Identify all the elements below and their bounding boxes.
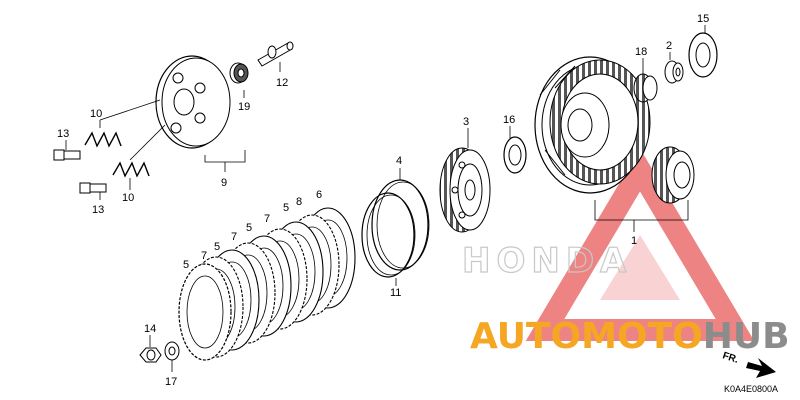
watermark-text: AUTOMOTOHUB [470,316,790,357]
watermark-moto: MOTO [581,316,703,357]
label-part-4: 4 [396,155,402,167]
clutch-plate-stack [178,207,356,361]
clutch-spring-lower [112,161,150,178]
bolt-lower [79,182,107,194]
label-part-13a: 13 [57,128,69,140]
label-part-5c: 5 [283,202,289,214]
label-part-5d: 5 [246,222,252,234]
label-part-7c: 7 [264,213,270,225]
label-part-14: 14 [144,323,156,335]
honda-brand-text: HONDA [462,241,632,281]
label-part-5b: 5 [214,241,220,253]
leader-lines [65,25,706,372]
pressure-plate [155,55,231,149]
washer-17 [164,341,180,361]
label-part-10a: 10 [90,108,102,120]
label-part-6: 6 [316,189,322,201]
label-part-11: 11 [390,287,401,299]
collar [664,60,684,84]
label-part-3: 3 [463,116,469,128]
judder-spring-11 [361,192,416,278]
label-part-1: 1 [631,235,637,247]
clutch-center [439,147,491,233]
label-part-7b: 7 [231,231,237,243]
label-part-9: 9 [221,177,227,189]
part-number-labels: 1 2 3 4 5 5 5 6 7 7 7 8 5 9 10 10 11 12 … [57,13,709,388]
svg-text:AUTOMOTOHUB: AUTOMOTOHUB [470,316,790,357]
bolt-upper [53,149,81,161]
thrust-washer [688,32,718,78]
label-part-19: 19 [238,101,250,113]
label-part-12: 12 [276,77,288,89]
lock-nut [139,347,162,363]
label-part-16: 16 [503,114,515,126]
label-part-10b: 10 [122,192,134,204]
label-part-17: 17 [165,376,177,388]
judder-spring-4 [371,179,430,271]
lifter-rod [257,41,294,67]
clutch-spring-upper [84,131,122,148]
diagram-code: K0A4E0800A [724,384,778,394]
label-part-15: 15 [697,13,709,25]
front-arrow-icon [746,358,776,378]
label-part-5a: 5 [183,259,189,271]
watermark-triangle [525,148,755,341]
label-part-18: 18 [635,46,647,58]
front-label: FR. [721,350,740,366]
label-part-7a: 7 [201,250,207,262]
label-part-2: 2 [666,40,672,52]
clutch-outer-housing [534,56,651,194]
needle-bearing [633,73,658,103]
label-part-13b: 13 [92,204,104,216]
label-part-8: 8 [296,196,302,208]
watermark-auto: AUTO [470,316,581,357]
watermark-hub: HUB [703,316,790,357]
release-bearing [229,62,249,84]
lock-washer [503,136,527,174]
primary-driven-gear [651,146,695,204]
front-direction-marker: FR. [721,350,776,378]
